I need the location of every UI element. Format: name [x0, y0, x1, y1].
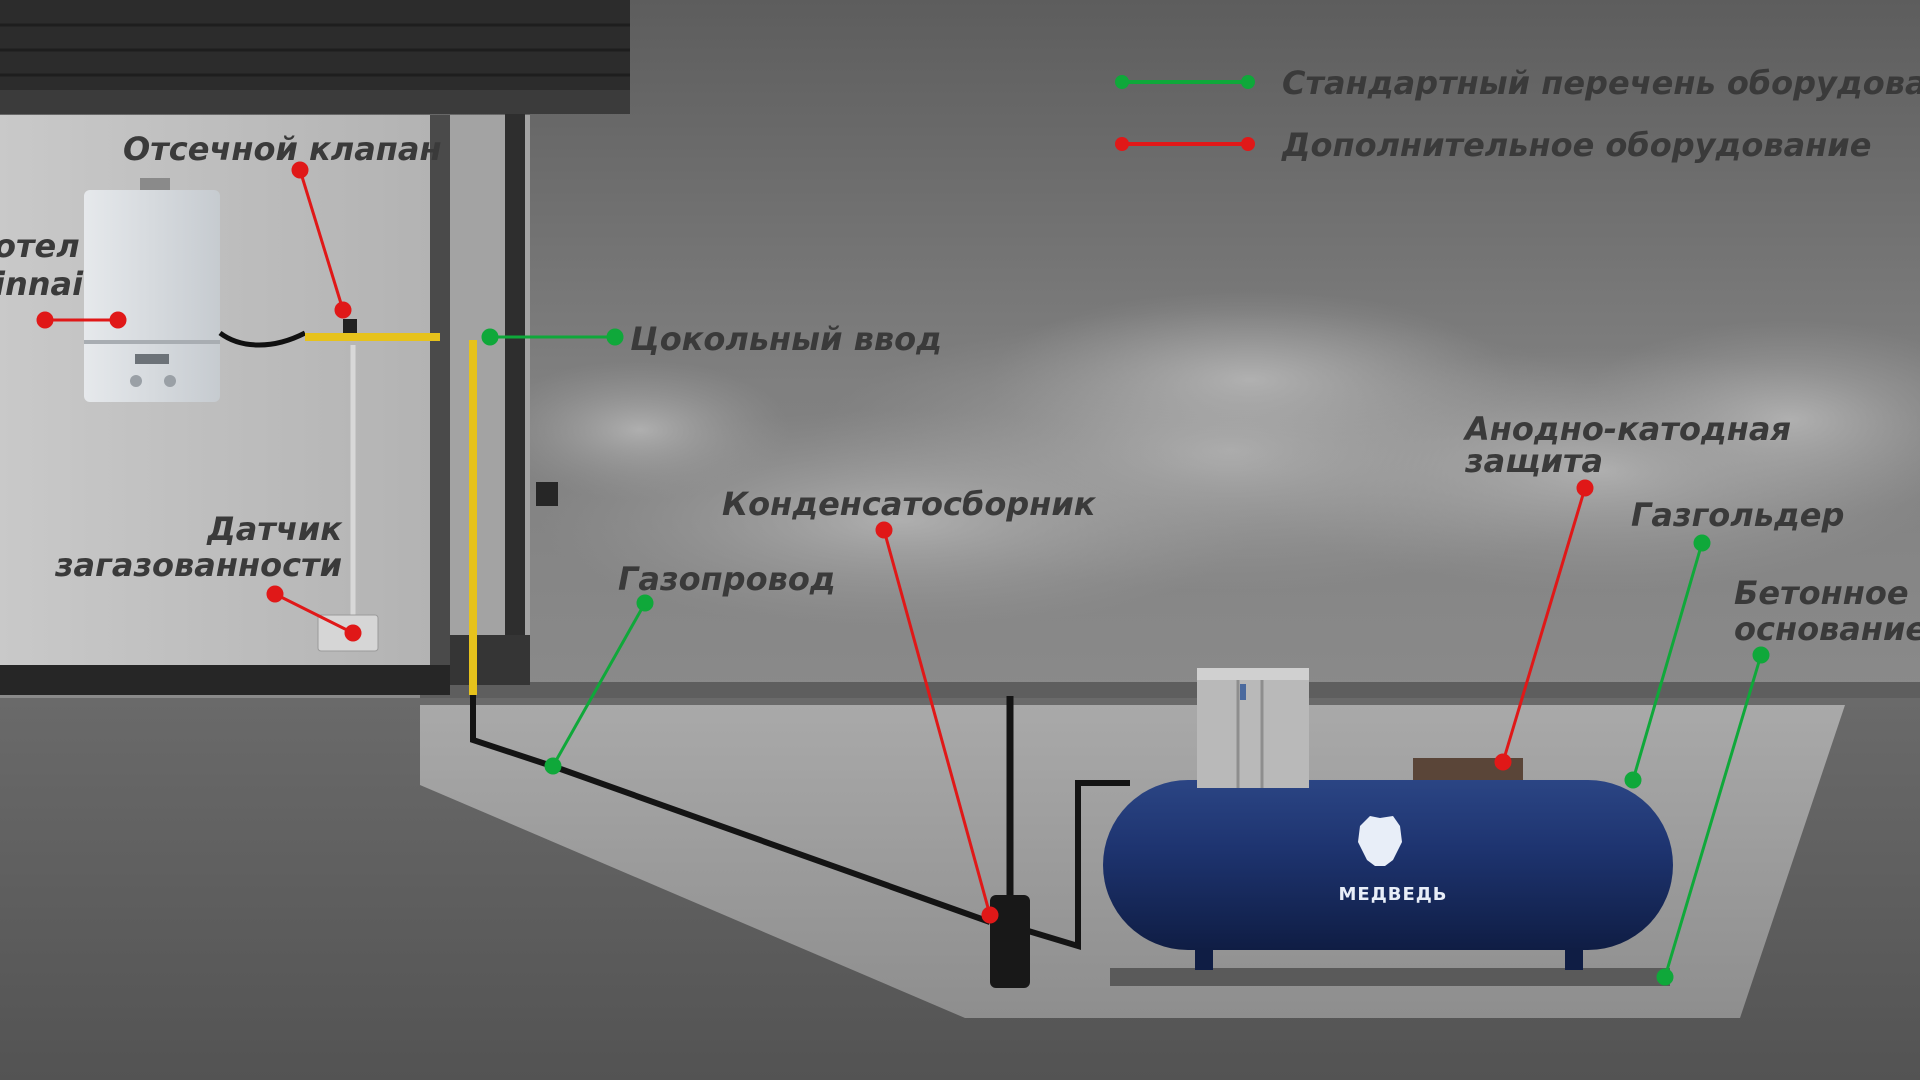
label-gas-pipeline: Газопровод	[618, 560, 836, 598]
leaders-additional	[36, 161, 1594, 924]
label-concrete-line2: основание	[1734, 610, 1920, 648]
concrete-base	[1110, 968, 1670, 986]
tank-connection-pipe	[1024, 780, 1130, 951]
grass-strip	[420, 682, 1920, 702]
label-condensate-collector: Конденсатосборник	[722, 485, 1097, 523]
label-gas-holder: Газгольдер	[1631, 496, 1844, 534]
house-plinth	[0, 665, 450, 695]
label-gas-sensor-line1: Датчик	[206, 510, 343, 548]
gas-holder-tank	[1103, 780, 1673, 970]
label-gas-sensor-line2: загазованности	[54, 546, 342, 584]
legend-additional: Дополнительное оборудование	[1115, 126, 1871, 164]
tank-logo: МЕДВЕДЬ	[1338, 816, 1447, 905]
tank-neck	[1197, 668, 1309, 788]
legend-standard: Стандартный перечень оборудования	[1115, 64, 1920, 102]
legend-standard-label: Стандартный перечень оборудования	[1282, 64, 1920, 102]
boiler-display	[135, 354, 169, 364]
label-concrete-line1: Бетонное	[1734, 574, 1909, 612]
label-anode-line2: защита	[1464, 442, 1603, 480]
leaders-standard	[481, 328, 1770, 986]
bear-head-icon	[1358, 816, 1402, 866]
leader-shutoff-valve	[298, 169, 345, 311]
label-basement-inlet: Цокольный ввод	[630, 320, 942, 358]
roof-tiles	[0, 23, 630, 77]
leader-gas-pipeline	[551, 602, 647, 767]
shutoff-valve-body	[343, 319, 357, 333]
leader-condensate-collector	[882, 529, 992, 916]
boiler-hose	[218, 330, 307, 348]
leader-concrete-base	[1663, 654, 1763, 978]
label-boiler-line1: отел	[0, 227, 80, 265]
wall-plinth-bricks	[450, 635, 530, 685]
tank-brand: МЕДВЕДЬ	[1338, 884, 1447, 905]
leader-gas-sensor	[274, 592, 354, 635]
condensate-collector-body	[990, 895, 1030, 988]
leader-anode-protection	[1501, 487, 1587, 763]
legend-additional-label: Дополнительное оборудование	[1281, 126, 1871, 164]
label-shutoff-valve: Отсечной клапан	[123, 130, 442, 168]
roof-edge	[0, 90, 630, 114]
boiler-knob-left	[130, 375, 142, 387]
label-boiler-line2: innai	[0, 265, 84, 303]
label-anode-line1: Анодно-катодная	[1462, 410, 1791, 448]
indoor-gas-pipe	[305, 333, 477, 695]
clouds	[490, 290, 1920, 630]
leader-gas-holder	[1631, 542, 1704, 781]
house-corner	[430, 115, 450, 685]
gas-pipeline-line	[470, 695, 992, 925]
roof	[0, 0, 630, 95]
legend: Стандартный перечень оборудования Дополн…	[1115, 64, 1920, 164]
boiler-knob-right	[164, 375, 176, 387]
boiler	[84, 178, 220, 402]
wall-box	[536, 482, 558, 506]
downpipe	[505, 90, 525, 680]
